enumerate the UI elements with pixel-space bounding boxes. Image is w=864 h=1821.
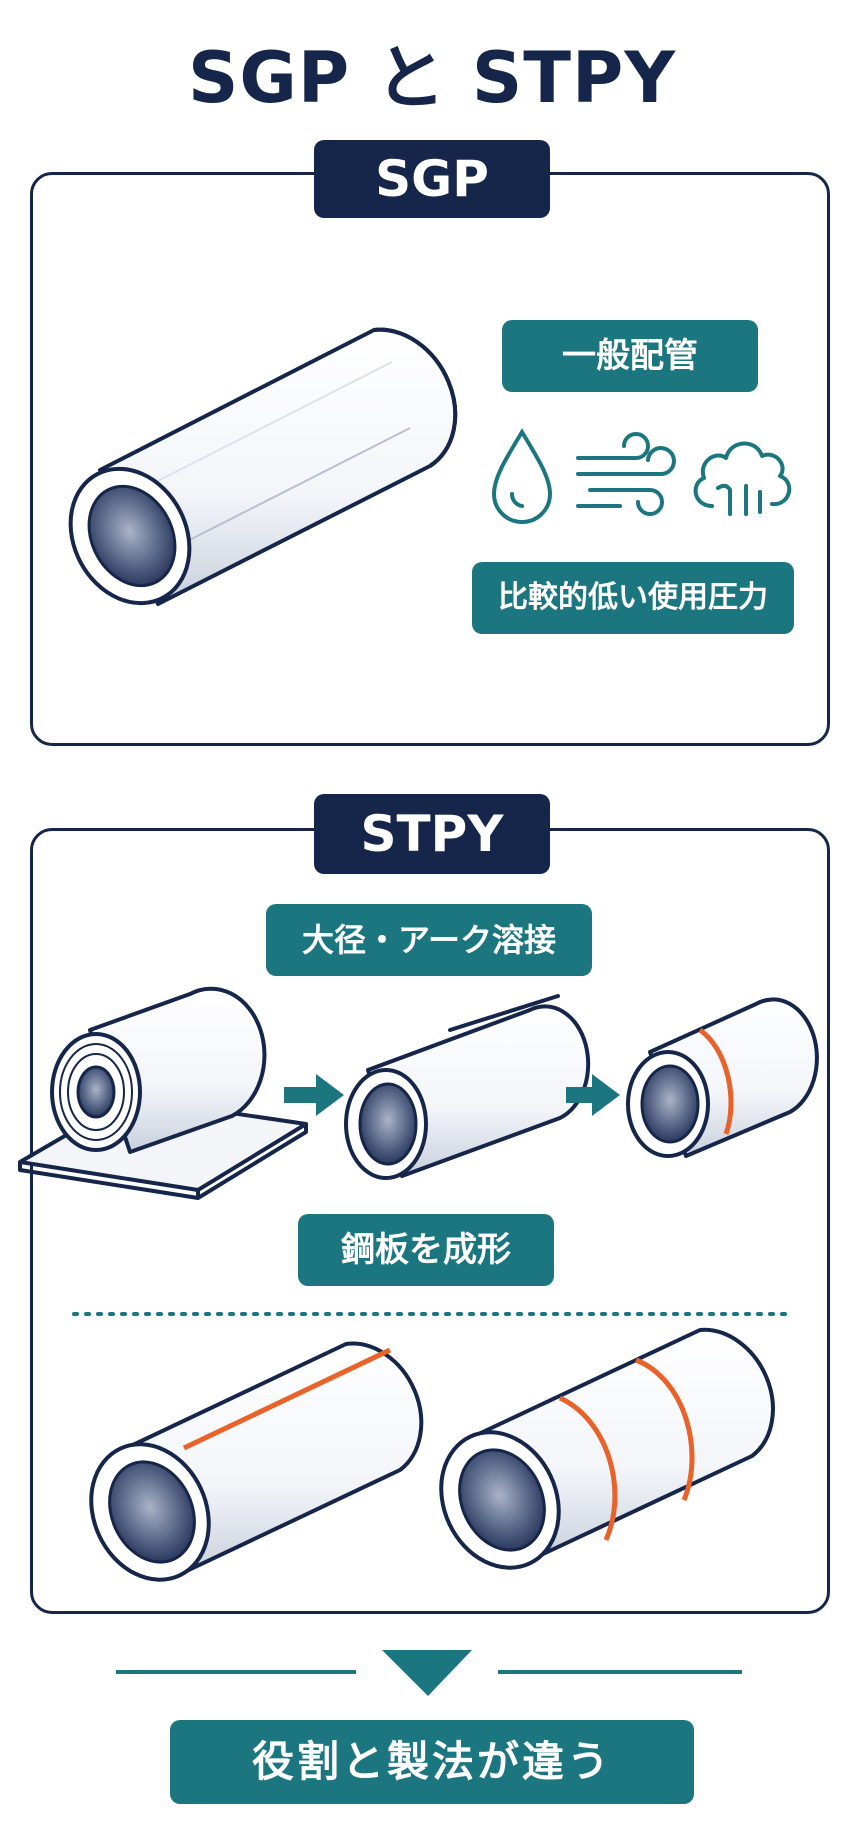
plate-forming-tag: 鋼板を成形	[298, 1214, 554, 1286]
page-title: SGP と STPY	[187, 37, 677, 119]
arc-welding-tag: 大径・アーク溶接	[266, 904, 592, 976]
welded-pipe-illustration	[626, 997, 819, 1158]
general-piping-tag: 一般配管	[502, 320, 758, 392]
low-pressure-tag: 比較的低い使用圧力	[472, 562, 794, 634]
bent-plate-illustration	[344, 994, 591, 1180]
steel-coil-illustration	[18, 986, 308, 1200]
girth-weld-pipe-illustration	[439, 1327, 775, 1570]
stpy-label: STPY	[314, 794, 550, 874]
steam-cloud-icon	[693, 441, 792, 516]
water-drop-icon	[491, 428, 553, 524]
chevron-down-icon	[382, 1650, 472, 1696]
arrow-right-icon	[284, 1074, 344, 1116]
arrow-right-icon	[566, 1074, 620, 1116]
sgp-label: SGP	[314, 140, 550, 218]
sgp-pipe-illustration	[68, 327, 458, 606]
straight-seam-pipe-illustration	[89, 1341, 424, 1582]
conclusion-banner: 役割と製法が違う	[170, 1720, 694, 1804]
air-flow-icon	[576, 432, 676, 516]
